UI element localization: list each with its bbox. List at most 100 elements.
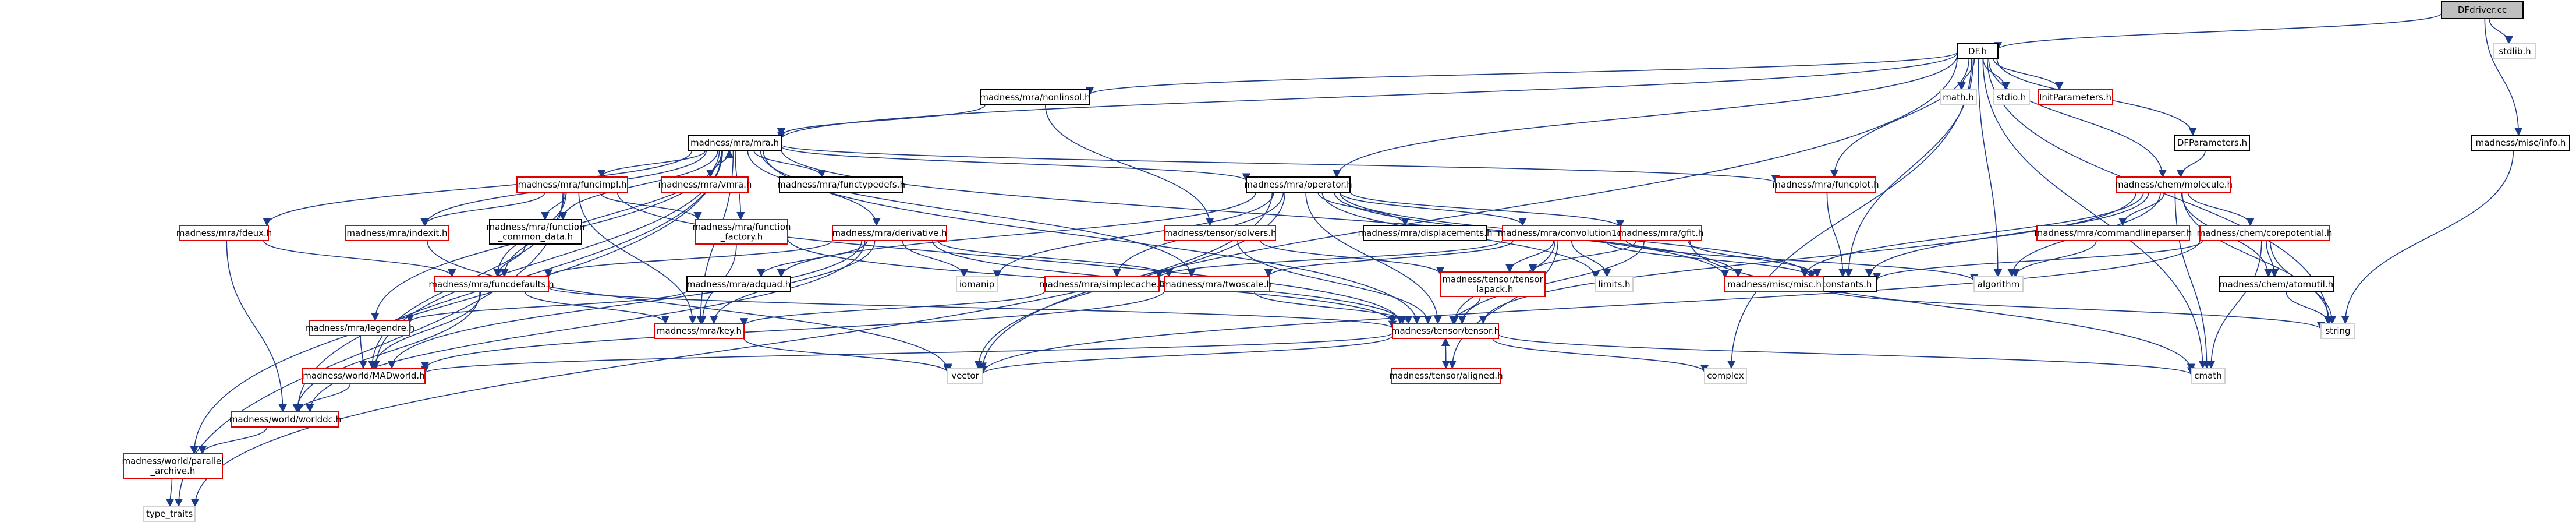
node-corepot[interactable]: madness/chem/corepotential.h <box>2197 225 2333 241</box>
node-legendre[interactable]: madness/mra/legendre.h <box>305 320 414 336</box>
edge-solvers-to-tensor <box>1237 240 1433 324</box>
node-label: madness/misc/misc.h <box>1727 279 1822 290</box>
node-initparams[interactable]: InitParameters.h <box>2038 89 2113 105</box>
node-label: madness/mra/legendre.h <box>305 323 414 333</box>
edge-operator-to-gfit <box>1349 191 1625 229</box>
node-stdlib[interactable]: stdlib.h <box>2493 43 2536 59</box>
node-typetraits[interactable]: type_traits <box>143 506 196 522</box>
node-iomanip[interactable]: iomanip <box>956 276 998 292</box>
node-box <box>1704 368 1747 384</box>
node-stdio[interactable]: stdio.h <box>1993 89 2030 105</box>
node-cmath[interactable]: cmath <box>2191 368 2226 384</box>
edge-fdeux-to-worlddc <box>226 240 287 413</box>
node-displacements[interactable]: madness/mra/displacements.h <box>1358 225 1493 241</box>
node-label: vector <box>951 370 979 381</box>
node-miscmisc[interactable]: madness/misc/misc.h <box>1724 276 1824 292</box>
node-solvers[interactable]: madness/tensor/solvers.h <box>1164 225 1277 241</box>
edge-worlddc-to-parallel <box>198 426 268 455</box>
node-box <box>2441 1 2524 19</box>
node-ffactory[interactable]: madness/mra/function_factory.h <box>692 219 791 245</box>
node-derivative[interactable]: madness/mra/derivative.h <box>832 225 947 241</box>
edge-df-to-initparams <box>1993 58 2064 91</box>
node-label: madness/world/parallel <box>122 456 224 467</box>
node-box <box>1724 276 1824 292</box>
node-info[interactable]: madness/misc/info.h <box>2471 135 2570 151</box>
node-label: madness/mra/funcimpl.h <box>518 179 626 190</box>
node-nonlinsol[interactable]: madness/mra/nonlinsol.h <box>980 89 1090 105</box>
node-key[interactable]: madness/mra/key.h <box>654 323 745 339</box>
node-mra[interactable]: madness/mra/mra.h <box>688 135 782 151</box>
node-aligned[interactable]: madness/tensor/aligned.h <box>1389 368 1503 384</box>
edge-mra-to-fcd <box>558 150 718 221</box>
node-label: _factory.h <box>720 232 763 243</box>
node-box <box>309 320 410 336</box>
node-label: madness/mra/gfit.h <box>1618 228 1704 238</box>
edge-conv1d-to-tensorlapack <box>1505 240 1554 273</box>
edge-operator-to-typetraits <box>190 192 1273 507</box>
node-box <box>1164 276 1270 292</box>
node-gfit[interactable]: madness/mra/gfit.h <box>1618 225 1704 241</box>
edge-derivative-to-key <box>710 240 876 324</box>
node-fcd[interactable]: madness/mra/function_common_data.h <box>486 219 585 245</box>
node-adquad[interactable]: madness/mra/adquad.h <box>686 276 791 292</box>
node-parallel[interactable]: madness/world/parallel_archive.h <box>122 453 224 479</box>
edge-dfparams-to-molecule <box>2176 150 2206 178</box>
node-box <box>1775 176 1876 193</box>
edge-gfit-to-tensor <box>1458 240 1645 324</box>
edge-operator-to-tensor <box>1305 192 1443 324</box>
node-label: _archive.h <box>150 466 196 477</box>
node-fdeux[interactable]: madness/mra/fdeux.h <box>176 225 272 241</box>
node-operator[interactable]: madness/mra/operator.h <box>1244 176 1352 193</box>
node-label: madness/mra/displacements.h <box>1358 228 1493 238</box>
node-box <box>489 219 582 245</box>
node-box <box>179 225 269 241</box>
edge-molecule-to-miscmisc <box>1801 192 2144 278</box>
node-tensorlapack[interactable]: madness/tensor/tensor_lapack.h <box>1440 271 1546 297</box>
node-atomutil[interactable]: madness/chem/atomutil.h <box>2219 276 2334 292</box>
node-dfparams[interactable]: DFParameters.h <box>2174 135 2250 151</box>
node-df[interactable]: DF.h <box>1957 43 1999 59</box>
node-conv1d[interactable]: madness/mra/convolution1d.h <box>1498 225 1631 241</box>
edge-adquad-to-legendre <box>406 290 688 323</box>
node-simplecache[interactable]: madness/mra/simplecache.h <box>1039 276 1165 292</box>
node-funcplot[interactable]: madness/mra/funcplot.h <box>1772 176 1879 193</box>
edge-corepot-to-constants <box>1873 240 2203 281</box>
node-vector[interactable]: vector <box>947 368 983 384</box>
node-mathh[interactable]: math.h <box>1940 89 1977 105</box>
edge-mra-to-funcimpl <box>597 150 706 178</box>
node-twoscale[interactable]: madness/mra/twoscale.h <box>1163 276 1272 292</box>
node-cmdline[interactable]: madness/mra/commandlineparser.h <box>2035 225 2192 241</box>
node-molecule[interactable]: madness/chem/molecule.h <box>2115 176 2233 193</box>
node-box <box>980 89 1090 105</box>
edge-molecule-to-corepot <box>2187 192 2255 227</box>
edge-key-to-vector <box>743 338 952 374</box>
edge-tensorlapack-to-tensor <box>1448 296 1481 324</box>
edge-nonlinsol-to-mra <box>777 104 986 137</box>
node-tensor[interactable]: madness/tensor/tensor.h <box>1391 323 1500 339</box>
edge-df-to-mathh <box>1957 58 1975 91</box>
node-label: madness/mra/adquad.h <box>687 279 791 290</box>
node-limits[interactable]: limits.h <box>1595 276 1634 292</box>
node-box <box>231 411 339 428</box>
node-complex[interactable]: complex <box>1704 368 1747 384</box>
node-functypedefs[interactable]: madness/mra/functypedefs.h <box>777 176 905 193</box>
node-funcimpl[interactable]: madness/mra/funcimpl.h <box>516 176 628 193</box>
node-label: madness/mra/convolution1d.h <box>1498 228 1631 238</box>
node-funcdefaults[interactable]: madness/mra/funcdefaults.h <box>428 276 554 292</box>
node-label: stdlib.h <box>2499 46 2531 57</box>
node-string[interactable]: string <box>2320 323 2355 339</box>
node-madworld[interactable]: madness/world/MADworld.h <box>302 368 426 384</box>
node-vmra[interactable]: madness/mra/vmra.h <box>658 176 752 193</box>
edge-funcplot-to-constants <box>1826 192 1847 278</box>
node-algorithm[interactable]: algorithm <box>1973 276 2024 292</box>
node-root[interactable]: DFdriver.cc <box>2441 1 2524 19</box>
edge-root-to-info <box>2484 18 2523 136</box>
node-label: complex <box>1707 370 1744 381</box>
node-label: InitParameters.h <box>2039 92 2111 103</box>
node-indexit[interactable]: madness/mra/indexit.h <box>345 225 449 241</box>
node-label: madness/mra/funcplot.h <box>1772 179 1879 190</box>
edge-mra-to-parallel <box>190 150 722 455</box>
node-worlddc[interactable]: madness/world/worlddc.h <box>229 411 341 428</box>
edge-molecule-to-cmath <box>2174 192 2211 369</box>
edge-tensor-to-cmath <box>1498 333 2195 376</box>
